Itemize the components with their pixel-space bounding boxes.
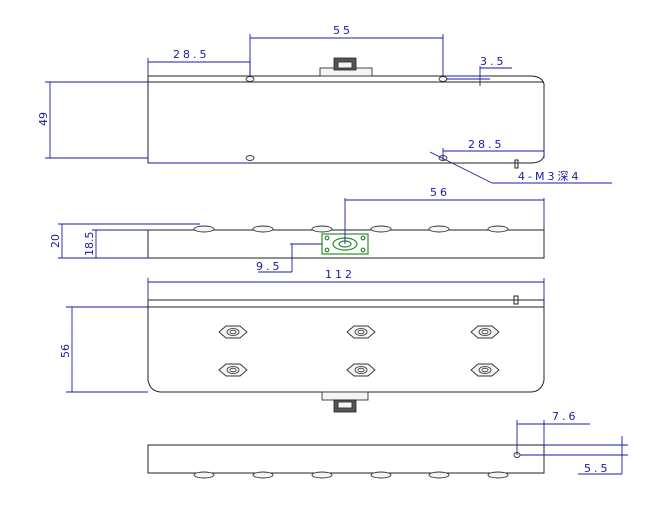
- bottom-connector: [321, 391, 369, 413]
- top-view: 28.5 55 3.5 49 28.5 4-M3深4: [37, 24, 612, 184]
- bottom-view: 112 56: [59, 268, 545, 413]
- dim-total-length: 112: [325, 268, 355, 281]
- dim-top-left-offset: 28.5: [173, 48, 210, 61]
- dim-top-height: 49: [37, 112, 50, 126]
- dim-bottom-width: 56: [59, 344, 72, 358]
- end-view-nuts: [193, 471, 509, 479]
- dim-side-height-total: 20: [49, 234, 62, 248]
- bottom-view-nuts: [218, 325, 500, 377]
- end-view-body: [147, 444, 545, 474]
- mount-hole-bottom-left: [245, 155, 255, 161]
- dim-end-offset-y: 5.5: [584, 462, 611, 475]
- dim-bottom-right-offset: 28.5: [468, 138, 505, 151]
- bottom-view-body: [147, 306, 545, 393]
- mount-hole-top-right: [438, 76, 448, 82]
- dim-end-offset-x: 7.6: [552, 410, 579, 423]
- dim-connector-offset: 9.5: [256, 260, 283, 273]
- top-connector: [319, 57, 373, 77]
- dim-connector-width: 56: [430, 186, 450, 199]
- hole-callout: 4-M3深4: [518, 170, 581, 183]
- dim-top-spacing: 55: [333, 24, 353, 37]
- side-view-body: [147, 229, 545, 259]
- dim-side-height-inner: 18.5: [83, 232, 96, 257]
- end-view: 7.6 5.5: [147, 410, 628, 479]
- side-view: 56 20 18.5 9.5: [49, 186, 545, 273]
- mount-hole-top-left: [245, 76, 255, 82]
- side-view-nuts: [193, 225, 509, 233]
- dim-top-right-offset: 3.5: [480, 55, 507, 68]
